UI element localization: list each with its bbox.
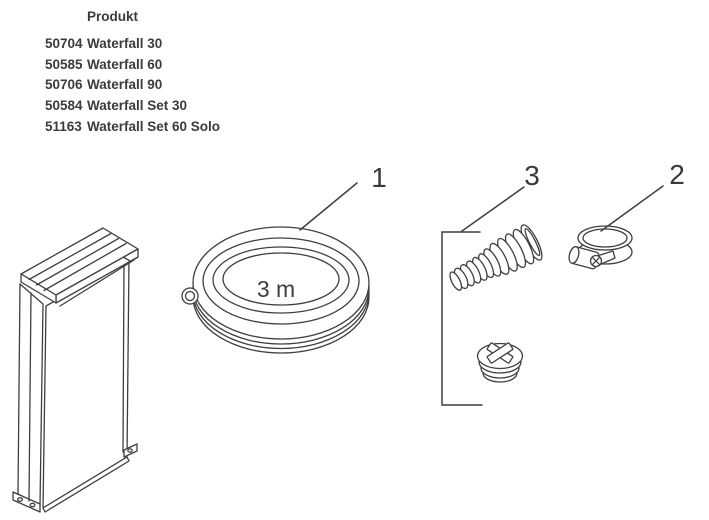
product-table-header: Produkt — [87, 9, 139, 24]
callout-1: 1 — [299, 162, 387, 231]
hose-coil-drawing: 3 m — [181, 226, 370, 354]
callout-3: 3 — [461, 160, 540, 232]
hose-clamp-drawing — [568, 225, 633, 270]
product-name: Waterfall Set 30 — [87, 98, 188, 114]
product-name: Waterfall 90 — [87, 77, 163, 93]
product-code: 51163 — [45, 118, 82, 134]
callout-label-2: 2 — [669, 159, 685, 190]
table-row: 51163 Waterfall Set 60 Solo — [0, 117, 220, 138]
product-code: 50706 — [45, 77, 83, 93]
callout-label-3: 3 — [524, 160, 540, 191]
group-bracket — [441, 231, 483, 406]
product-code: 50584 — [45, 98, 83, 114]
product-name: Waterfall 30 — [87, 36, 163, 51]
waterfall-unit-drawing — [12, 227, 139, 513]
drain-plug-drawing — [476, 342, 524, 383]
product-name: Waterfall 60 — [87, 56, 163, 72]
table-row: 50704 Waterfall 30 — [0, 34, 220, 55]
hose-adapter-drawing — [449, 224, 543, 291]
product-name: Waterfall Set 60 Solo — [87, 118, 221, 134]
callout-label-1: 1 — [371, 162, 387, 193]
callout-2: 2 — [600, 159, 685, 232]
hose-length-label: 3 m — [257, 276, 295, 302]
product-code: 50585 — [45, 56, 83, 72]
hose-end — [181, 287, 199, 305]
plug-cross-recess — [486, 342, 514, 364]
product-code: 50704 — [45, 36, 83, 51]
